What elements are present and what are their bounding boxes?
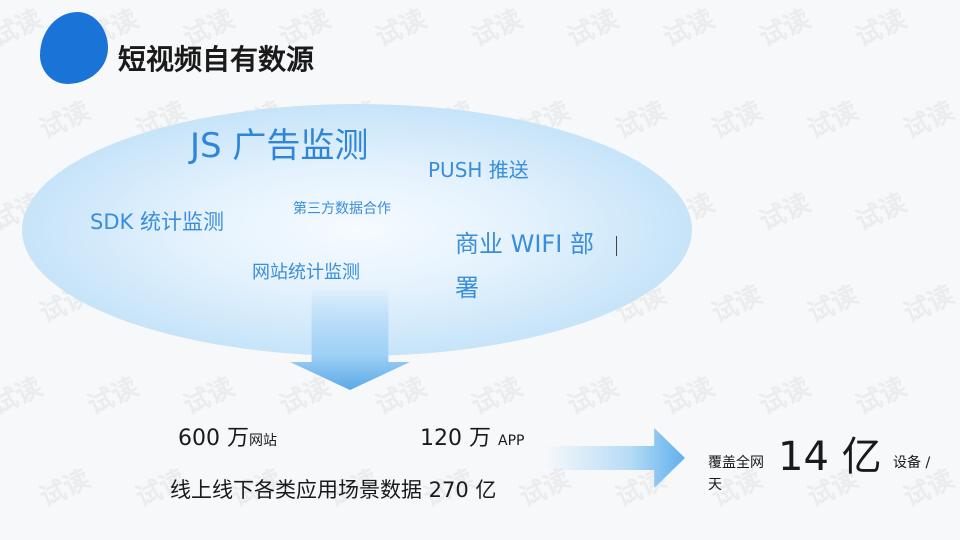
watermark-text: 试读	[83, 372, 143, 422]
watermark-text: 试读	[563, 372, 623, 422]
watermark-text: 试读	[179, 372, 239, 422]
watermark-text: 试读	[851, 4, 911, 54]
watermark-text: 试读	[899, 96, 959, 146]
source-third-party: 第三方数据合作	[293, 201, 391, 217]
watermark-text: 试读	[851, 372, 911, 422]
stat-sites-unit: 网站	[249, 433, 277, 449]
text-cursor	[616, 236, 617, 256]
watermark-text: 试读	[707, 96, 767, 146]
watermark-text: 试读	[611, 96, 671, 146]
watermark-text: 试读	[755, 188, 815, 238]
watermark-text: 试读	[35, 96, 95, 146]
coverage-tail: 天	[708, 477, 722, 493]
source-site-stats: 网站统计监测	[252, 262, 360, 283]
coverage-prefix: 覆盖全网	[708, 455, 764, 471]
logo-shape	[40, 12, 108, 84]
source-js-ad: JS 广告监测	[190, 126, 369, 166]
watermark-text: 试读	[803, 280, 863, 330]
source-sdk: SDK 统计监测	[90, 210, 224, 234]
watermark-text: 试读	[467, 4, 527, 54]
watermark-text: 试读	[755, 4, 815, 54]
right-arrow	[545, 428, 685, 488]
watermark-text: 试读	[467, 372, 527, 422]
watermark-text: 试读	[899, 280, 959, 330]
watermark-text: 试读	[851, 188, 911, 238]
watermark-text: 试读	[659, 372, 719, 422]
watermark-text: 试读	[803, 96, 863, 146]
page-title: 短视频自有数源	[118, 43, 315, 76]
watermark-text: 试读	[35, 464, 95, 514]
watermark-text: 试读	[563, 4, 623, 54]
coverage-value: 14 亿	[778, 434, 882, 480]
watermark-text: 试读	[659, 4, 719, 54]
stat-apps-unit: APP	[498, 433, 525, 449]
source-wifi: 商业 WIFI 部署	[455, 230, 594, 302]
stat-apps-value: 120 万	[420, 426, 491, 451]
watermark-text: 试读	[0, 372, 47, 422]
stat-scenario-data: 线上线下各类应用场景数据 270 亿	[170, 478, 497, 502]
watermark-text: 试读	[371, 4, 431, 54]
coverage-unit: 设备 /	[893, 455, 931, 471]
watermark-text: 试读	[755, 372, 815, 422]
stat-sites: 600 万网站	[178, 420, 277, 452]
stat-sites-value: 600 万	[178, 426, 249, 451]
watermark-text: 试读	[707, 280, 767, 330]
source-push: PUSH 推送	[428, 158, 529, 182]
stat-apps: 120 万 APP	[420, 420, 524, 452]
